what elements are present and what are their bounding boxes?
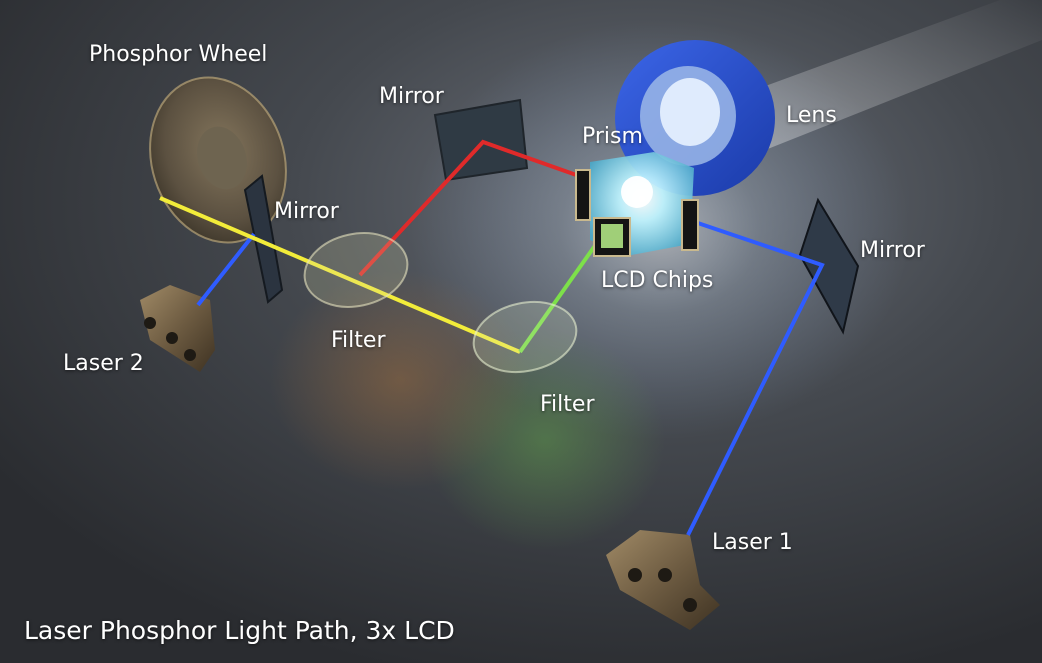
mirror-left — [243, 174, 284, 304]
label-mirror-left: Mirror — [274, 199, 339, 224]
prism-assembly — [575, 152, 699, 257]
mirror-top — [433, 98, 529, 182]
label-laser-1: Laser 1 — [712, 530, 793, 555]
blue-beam-laser-2 — [196, 232, 256, 307]
label-lens: Lens — [786, 103, 837, 128]
label-prism: Prism — [582, 124, 643, 149]
light-beams — [159, 139, 825, 536]
label-mirror-right: Mirror — [860, 238, 925, 263]
label-phosphor-wheel: Phosphor Wheel — [89, 42, 268, 67]
diagram-caption: Laser Phosphor Light Path, 3x LCD — [24, 616, 455, 645]
label-mirror-top: Mirror — [379, 84, 444, 109]
lcd-chip-blue — [681, 199, 699, 251]
label-laser-2: Laser 2 — [63, 351, 144, 376]
label-lcd-chips: LCD Chips — [601, 268, 714, 293]
laser-2-device — [140, 285, 215, 372]
output-beam — [700, 0, 1042, 160]
red-beam — [358, 139, 583, 277]
laser-1-device — [606, 530, 720, 630]
filter-right — [472, 301, 578, 373]
lcd-chip-red — [575, 169, 591, 221]
filter-left — [303, 232, 409, 308]
green-beam — [518, 228, 608, 354]
orange-light-glow — [270, 270, 530, 490]
label-filter-left: Filter — [331, 328, 386, 353]
blue-beam-laser-1 — [682, 216, 825, 536]
yellow-beam — [159, 196, 521, 354]
mirror-right — [798, 197, 860, 335]
label-filter-right: Filter — [540, 392, 595, 417]
